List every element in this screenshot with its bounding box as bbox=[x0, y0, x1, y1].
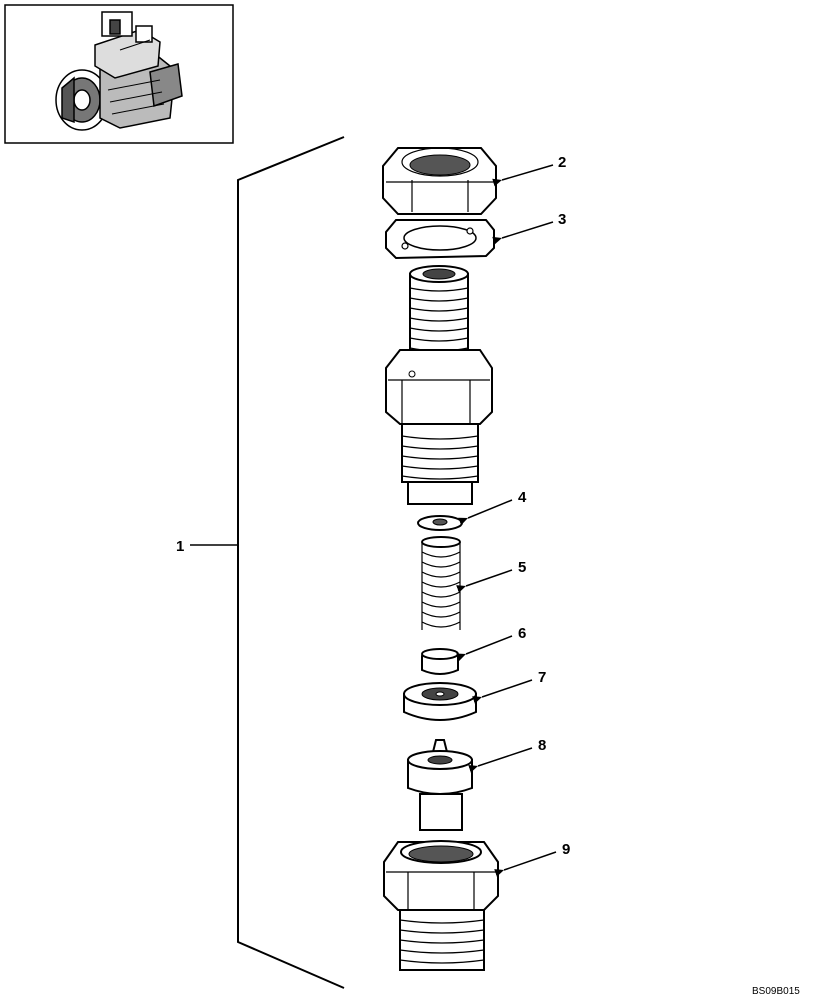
part-8-nozzle bbox=[407, 739, 473, 831]
leader-4 bbox=[458, 499, 513, 526]
callout-4: 4 bbox=[518, 489, 527, 506]
engine-thumbnail bbox=[4, 4, 234, 144]
part-9-nozzle-nut bbox=[383, 840, 499, 971]
callout-6: 6 bbox=[518, 625, 526, 642]
part-4-shim bbox=[417, 515, 463, 531]
part-7-spacer bbox=[403, 682, 477, 721]
injector-holder-body bbox=[385, 265, 493, 505]
callout-2: 2 bbox=[558, 154, 566, 171]
leader-5 bbox=[456, 569, 513, 593]
part-6-spring-seat bbox=[421, 648, 459, 675]
leader-6 bbox=[456, 635, 513, 662]
callout-3: 3 bbox=[558, 211, 566, 228]
callout-9: 9 bbox=[562, 841, 570, 858]
callout-1: 1 bbox=[176, 538, 184, 555]
leader-3 bbox=[492, 221, 554, 245]
leader-2 bbox=[492, 164, 554, 187]
callout-8: 8 bbox=[538, 737, 546, 754]
part-5-spring bbox=[421, 536, 461, 630]
drawing-code: BS09B015 bbox=[752, 986, 800, 997]
leader-9 bbox=[494, 851, 557, 877]
part-3-gasket bbox=[385, 219, 495, 260]
callout-5: 5 bbox=[518, 559, 526, 576]
assembly-bracket bbox=[237, 136, 345, 989]
leader-7 bbox=[472, 679, 533, 704]
part-2-hex-nut bbox=[382, 147, 497, 215]
callout-7: 7 bbox=[538, 669, 546, 686]
leader-lines bbox=[190, 164, 557, 877]
leader-8 bbox=[468, 747, 533, 773]
